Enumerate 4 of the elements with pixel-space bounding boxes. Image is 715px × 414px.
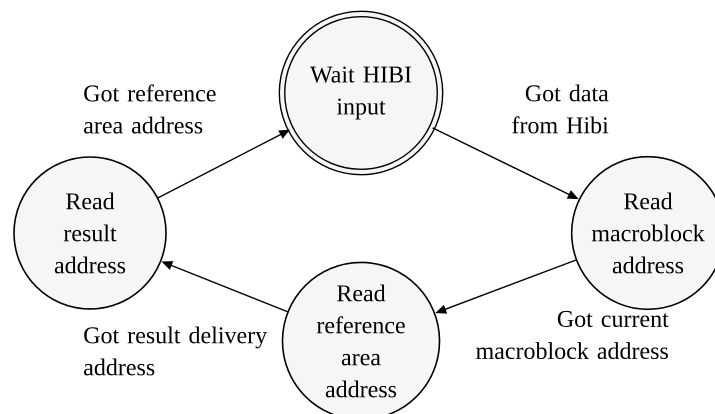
edge-label: Got data from Hibi [512, 84, 608, 134]
edge-label: Got result delivery address [84, 326, 268, 376]
edge-label: Got reference area address [84, 84, 216, 134]
edge-label: Got current macroblock address [476, 310, 669, 360]
